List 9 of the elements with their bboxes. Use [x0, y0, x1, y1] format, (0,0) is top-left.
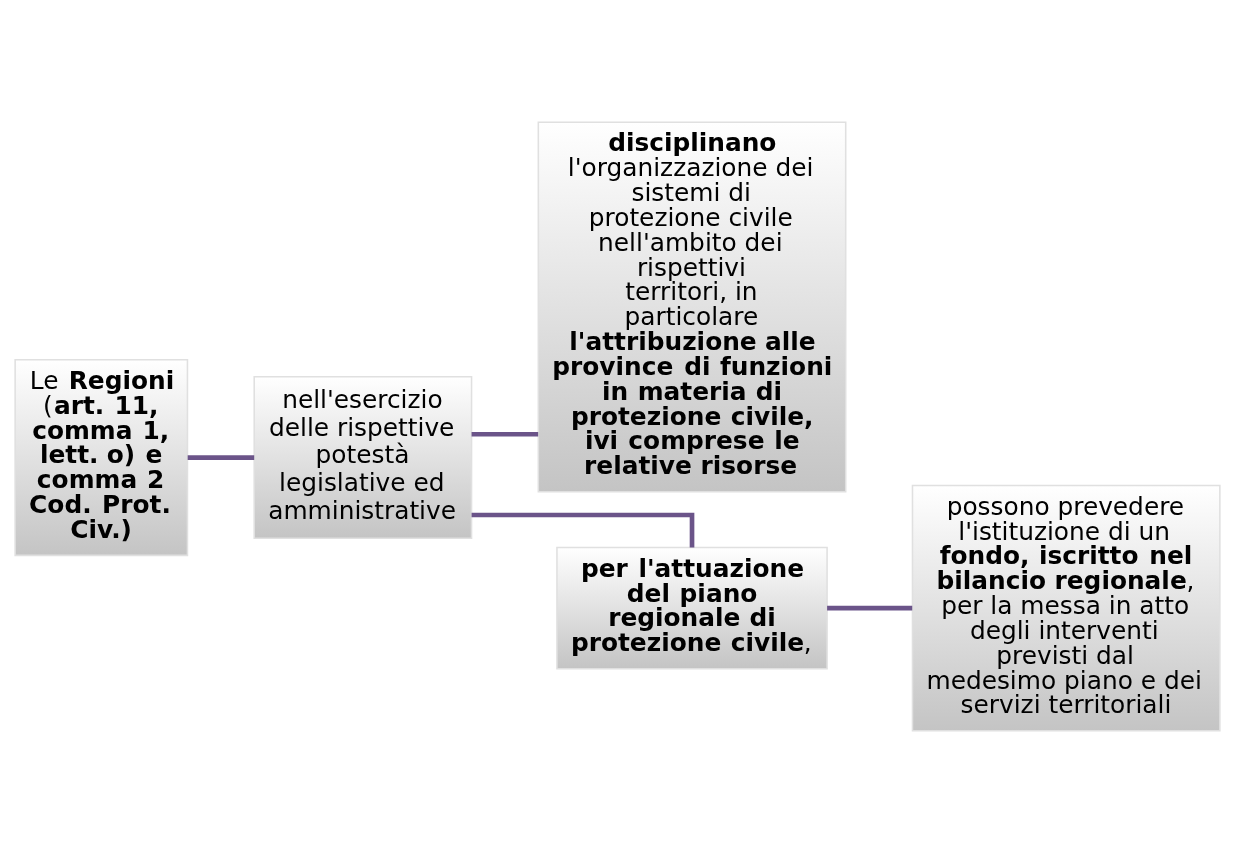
node-box: per l'attuazione del piano regionale di protezione civile, [556, 546, 828, 669]
node-box: possono prevedere l'istituzione di un fondo, iscritto nel bilancio regionale, per la messa in atto degli interventi previsti dal medesimo piano e dei servizi territoriali [911, 484, 1221, 732]
connector [471, 431, 539, 437]
connector [187, 454, 255, 460]
node-box: nell'esercizio delle rispettive potestà legislative ed amministrative [253, 375, 473, 539]
connector [827, 605, 913, 610]
node-box: disciplinano l'organizzazione dei sistemi di protezione civile nell'ambito dei rispettivi territori, in particolare l'attribuzione alle province di funzioni in materia di protezione civile, ivi comprese le relative risorse [537, 120, 847, 492]
node-box: Le Regioni (art. 11, comma 1, lett. o) e comma 2 Cod. Prot. Civ.) [14, 358, 189, 556]
connector [471, 512, 695, 548]
